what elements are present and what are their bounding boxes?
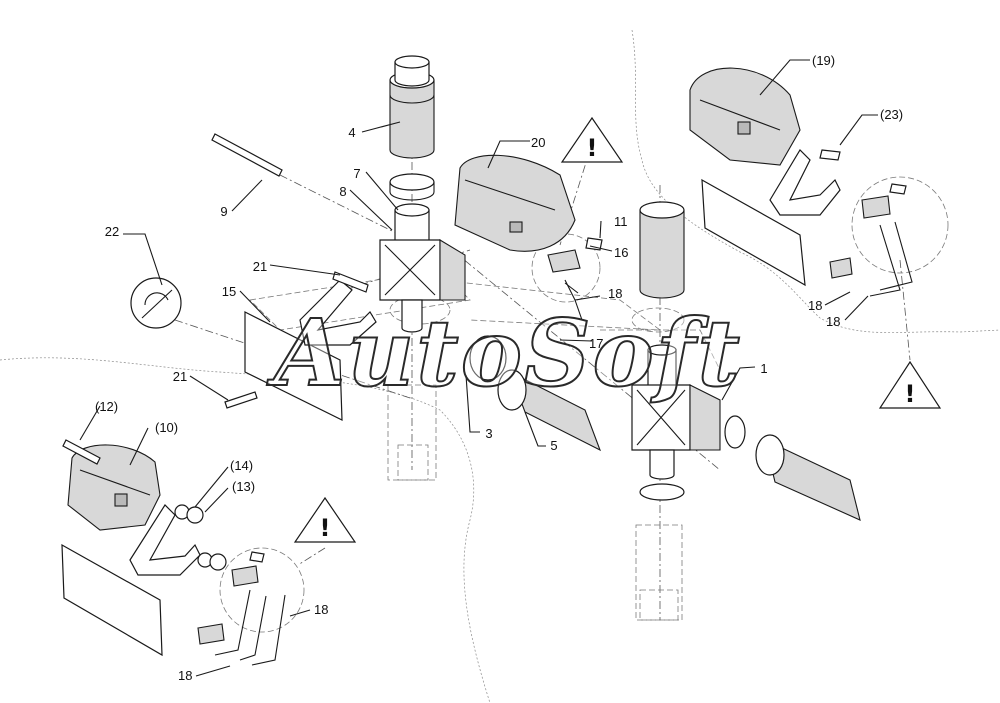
label-part-18-right-lower: 18 xyxy=(826,314,840,329)
part-20-cover xyxy=(454,154,576,252)
part-22-disc xyxy=(130,277,182,329)
label-part-18-lower-left: 18 xyxy=(178,668,192,683)
warning-symbol: ! xyxy=(587,134,598,162)
label-part-21-upper: 21 xyxy=(253,259,267,274)
label-part-11: 11 xyxy=(614,214,628,229)
label-part-10: (10) xyxy=(155,420,178,435)
label-part-21-lower: 21 xyxy=(173,369,187,384)
warning-symbol: ! xyxy=(905,380,916,408)
label-part-5: 5 xyxy=(550,438,557,453)
part-10-motor xyxy=(67,444,161,531)
label-part-4: 4 xyxy=(348,125,355,140)
part-plate-lower-left xyxy=(61,504,201,657)
label-part-18-right-upper: 18 xyxy=(808,298,822,313)
leader-lines xyxy=(79,59,878,677)
label-part-1: 1 xyxy=(760,361,767,376)
label-part-15: 15 xyxy=(222,284,236,299)
label-part-14: (14) xyxy=(230,458,253,473)
part-3-clamp xyxy=(469,335,507,381)
part-23-screw xyxy=(819,149,841,161)
part-13-14-fasteners xyxy=(174,504,227,571)
label-part-18-middle: 18 xyxy=(608,286,622,301)
part-18-clips-upper xyxy=(829,183,913,297)
watermark-text: AutoSoft xyxy=(266,299,742,407)
part-9-pin xyxy=(211,133,283,177)
label-part-9: 9 xyxy=(220,204,227,219)
part-12-bolt xyxy=(62,439,101,465)
label-part-20: 20 xyxy=(531,135,545,150)
warning-symbol: ! xyxy=(320,514,331,542)
part-21-screws xyxy=(224,271,369,409)
label-part-23: (23) xyxy=(880,107,903,122)
part-labels: 4 7 8 9 22 21 15 21 20 11 16 18 17 3 5 1… xyxy=(95,53,903,683)
part-5-hose xyxy=(497,369,602,452)
part-4-pipe xyxy=(389,55,435,159)
label-part-19: (19) xyxy=(812,53,835,68)
label-part-22: 22 xyxy=(105,224,119,239)
warning-triangle-bottom: ! xyxy=(293,496,357,543)
warning-triangle-top: ! xyxy=(560,116,624,163)
part-1-valve-body xyxy=(631,201,721,501)
part-19-motor xyxy=(689,67,801,166)
zone-boundaries xyxy=(0,29,1000,703)
label-part-3: 3 xyxy=(485,426,492,441)
phantom-parts xyxy=(219,176,949,633)
label-part-16: 16 xyxy=(614,245,628,260)
label-part-18-lower-right: 18 xyxy=(314,602,328,617)
label-part-8: 8 xyxy=(339,184,346,199)
label-part-13: (13) xyxy=(232,479,255,494)
part-8-valve-body xyxy=(379,203,466,333)
part-clamp-upper xyxy=(389,173,435,201)
label-part-12: (12) xyxy=(95,399,118,414)
part-16-nozzle xyxy=(547,237,603,321)
part-18-clips-lower xyxy=(197,551,286,666)
label-part-7: 7 xyxy=(353,166,360,181)
part-15-plate xyxy=(244,279,377,421)
part-right-hose xyxy=(724,415,861,521)
label-part-17: 17 xyxy=(589,336,603,351)
warning-triangle-right: ! xyxy=(878,360,942,409)
part-plate-upper-right xyxy=(701,149,841,287)
